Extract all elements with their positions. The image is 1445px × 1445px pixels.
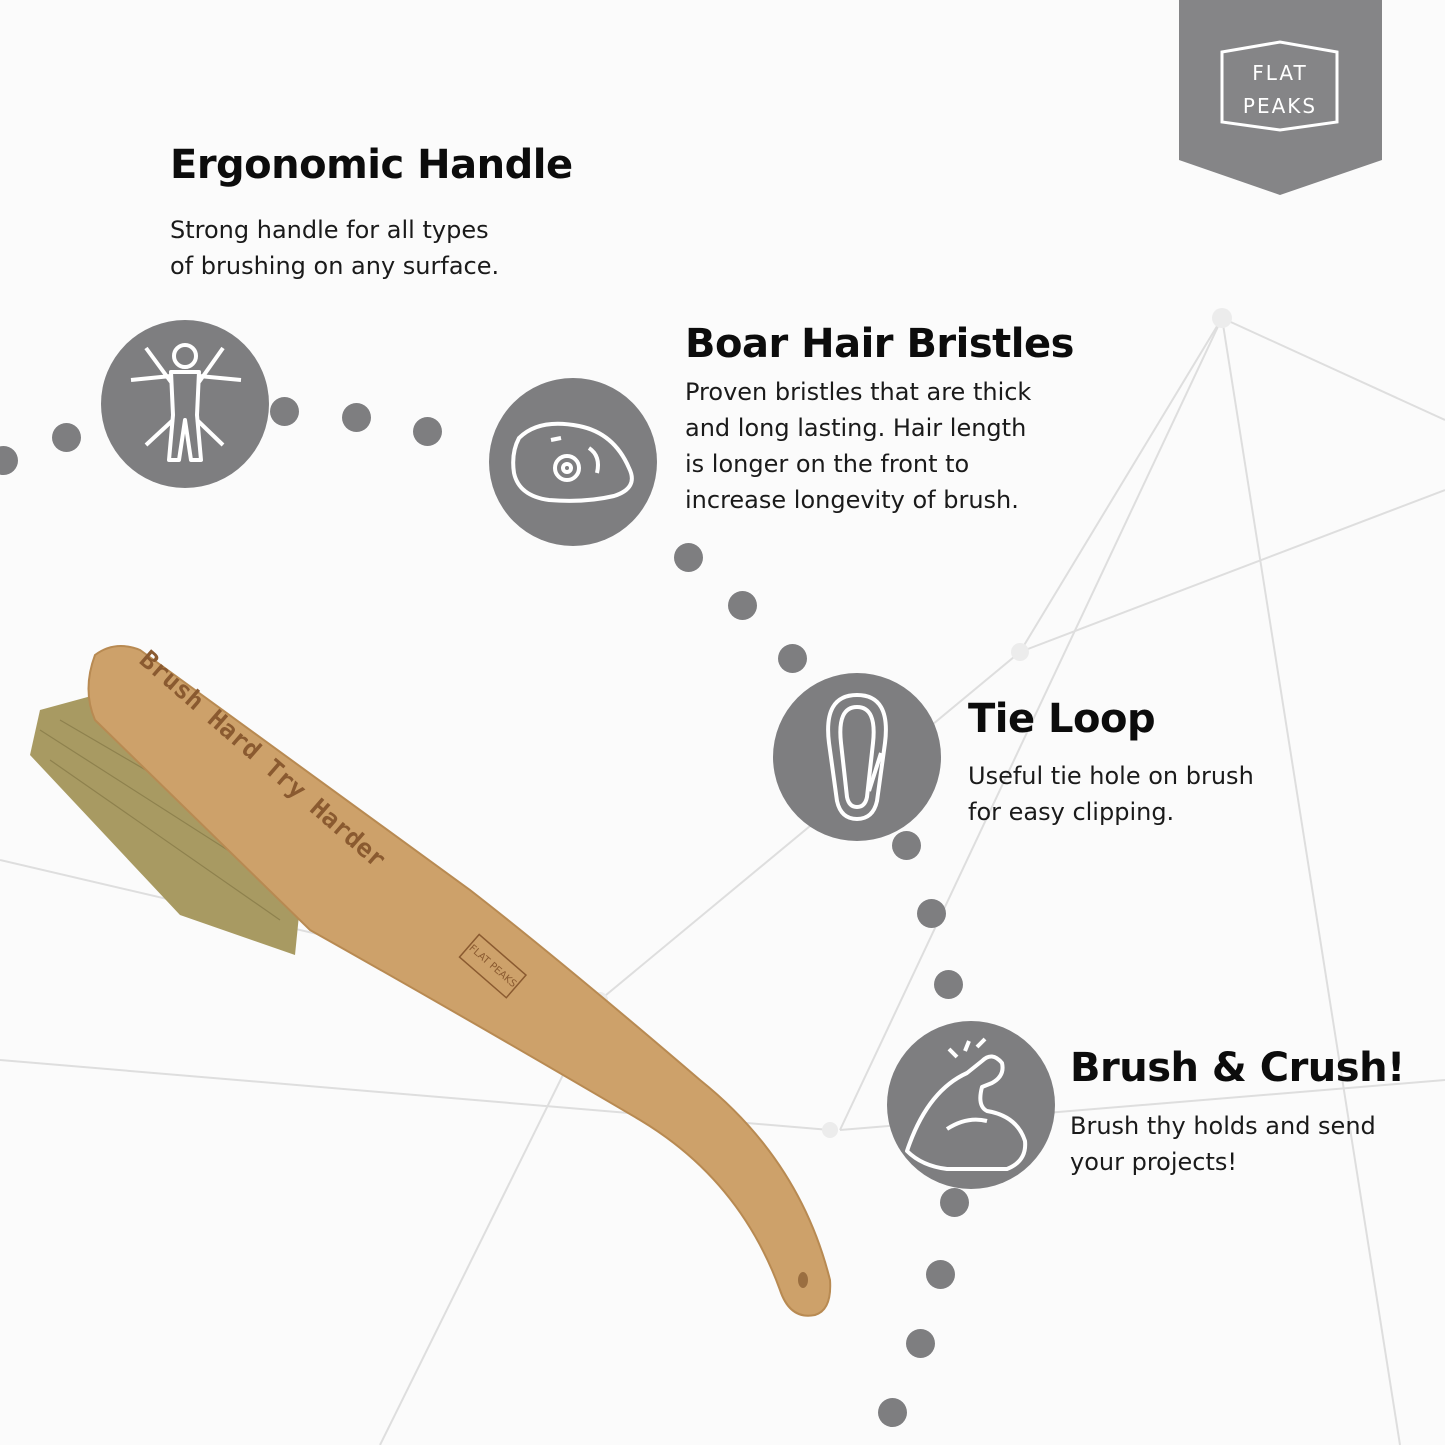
feature-title: Tie Loop xyxy=(968,696,1156,742)
feature-title: Ergonomic Handle xyxy=(170,142,573,188)
description-line: for easy clipping. xyxy=(968,798,1175,826)
description-line: is longer on the front to xyxy=(685,450,970,478)
path-dot xyxy=(892,831,921,860)
path-dot xyxy=(934,970,963,999)
path-dot xyxy=(917,899,946,928)
flat-peaks-logo: FLAT PEAKS xyxy=(1179,0,1382,195)
feature-title: Boar Hair Bristles xyxy=(685,321,1074,367)
tie-loop-icon-circle xyxy=(773,673,941,841)
wooden-handle xyxy=(87,645,832,1317)
description-line: Brush thy holds and send xyxy=(1070,1112,1376,1140)
path-dot xyxy=(270,397,299,426)
path-dot xyxy=(940,1188,969,1217)
path-dot xyxy=(674,543,703,572)
climbing-hold-icon xyxy=(511,421,634,503)
path-dot xyxy=(728,591,757,620)
description-line: Proven bristles that are thick xyxy=(685,378,1032,406)
description-line: of brushing on any surface. xyxy=(170,252,500,280)
path-dot xyxy=(342,403,371,432)
flexed-arm-icon xyxy=(905,1037,1028,1171)
feature-description: Strong handle for all types of brushing … xyxy=(170,212,499,284)
carabiner-icon xyxy=(826,692,888,822)
feature-description: Useful tie hole on brush for easy clippi… xyxy=(968,758,1254,830)
path-dot xyxy=(926,1260,955,1289)
brush-product-image: Brush Hard Try Harder FLAT PEAKS xyxy=(30,645,832,1317)
path-dot xyxy=(906,1329,935,1358)
path-dot xyxy=(778,644,807,673)
path-dot xyxy=(0,446,18,475)
bristles-icon-circle xyxy=(489,378,657,546)
description-line: Useful tie hole on brush xyxy=(968,762,1254,790)
description-line: your projects! xyxy=(1070,1148,1238,1176)
path-dot xyxy=(413,417,442,446)
bristles xyxy=(30,695,310,955)
feature-description: Brush thy holds and send your projects! xyxy=(1070,1108,1376,1180)
path-dot xyxy=(52,423,81,452)
tie-hole xyxy=(798,1272,808,1288)
description-line: increase longevity of brush. xyxy=(685,486,1019,514)
description-line: Strong handle for all types xyxy=(170,216,489,244)
svg-text:PEAKS: PEAKS xyxy=(1243,94,1317,118)
person-stretching-icon xyxy=(130,343,242,462)
brush-crush-icon-circle xyxy=(887,1021,1055,1189)
ergonomic-icon-circle xyxy=(101,320,269,488)
feature-description: Proven bristles that are thick and long … xyxy=(685,374,1031,518)
path-dot xyxy=(878,1398,907,1427)
svg-text:FLAT: FLAT xyxy=(1252,61,1307,85)
description-line: and long lasting. Hair length xyxy=(685,414,1027,442)
feature-title: Brush & Crush! xyxy=(1070,1045,1405,1091)
